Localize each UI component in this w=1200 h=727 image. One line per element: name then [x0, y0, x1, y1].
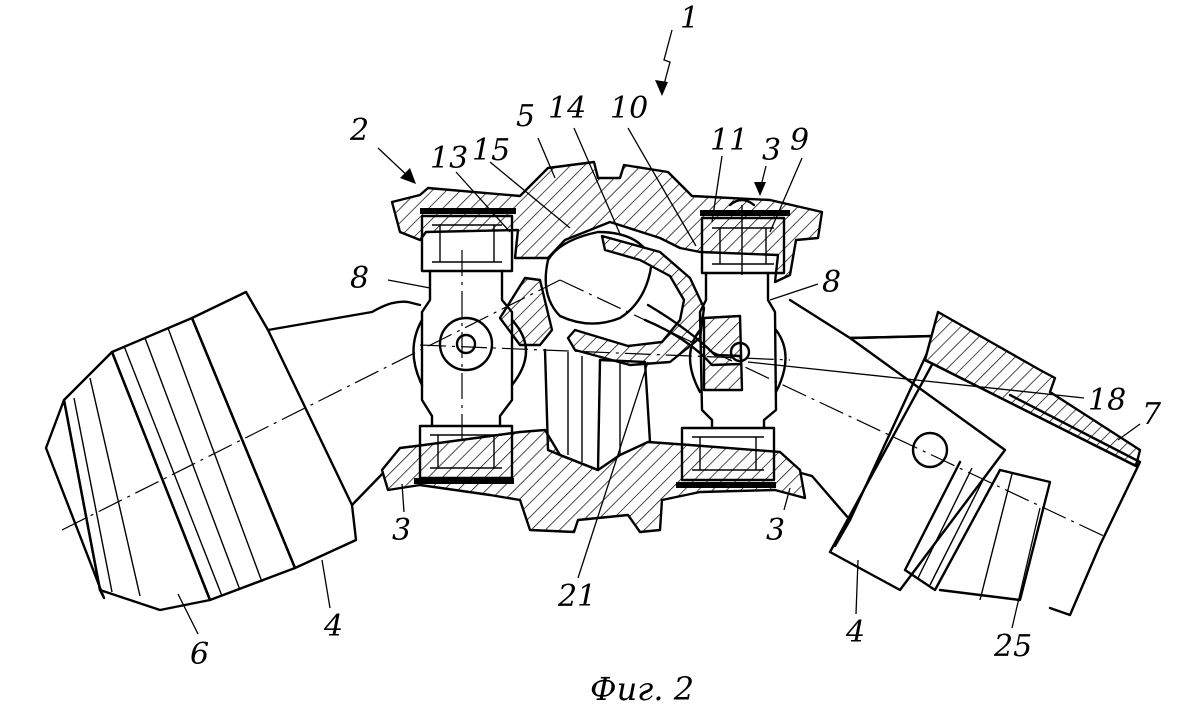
- figure-caption: Фиг. 2: [590, 670, 694, 708]
- label-4-left: 4: [323, 609, 343, 644]
- label-3-lower-left: 3: [392, 513, 411, 548]
- right-cross: [643, 198, 790, 488]
- label-9: 9: [790, 123, 809, 158]
- label-14: 14: [548, 91, 586, 126]
- leader-lines: [177, 29, 1141, 635]
- label-11: 11: [710, 123, 748, 158]
- label-3-lower-right: 3: [766, 513, 785, 548]
- label-3-top: 3: [762, 133, 781, 168]
- label-4-right: 4: [845, 615, 865, 650]
- label-1: 1: [680, 1, 699, 36]
- label-8-right: 8: [822, 265, 841, 300]
- label-7: 7: [1142, 397, 1162, 432]
- left-shaft: [44, 290, 422, 612]
- label-10: 10: [610, 91, 648, 126]
- label-2: 2: [349, 113, 369, 148]
- right-shaft: [788, 298, 1142, 617]
- label-13: 13: [430, 141, 468, 176]
- label-15: 15: [472, 133, 510, 168]
- label-5: 5: [516, 99, 535, 134]
- left-cross: [412, 208, 528, 484]
- label-21: 21: [557, 579, 596, 614]
- label-25: 25: [993, 629, 1032, 664]
- label-6: 6: [190, 637, 209, 672]
- label-18: 18: [1088, 383, 1126, 418]
- label-8-left: 8: [350, 261, 369, 296]
- part-labels: 1 2 3 5 14 10 11 9 13 15 8 8 18 7 3 3 21…: [190, 1, 1162, 672]
